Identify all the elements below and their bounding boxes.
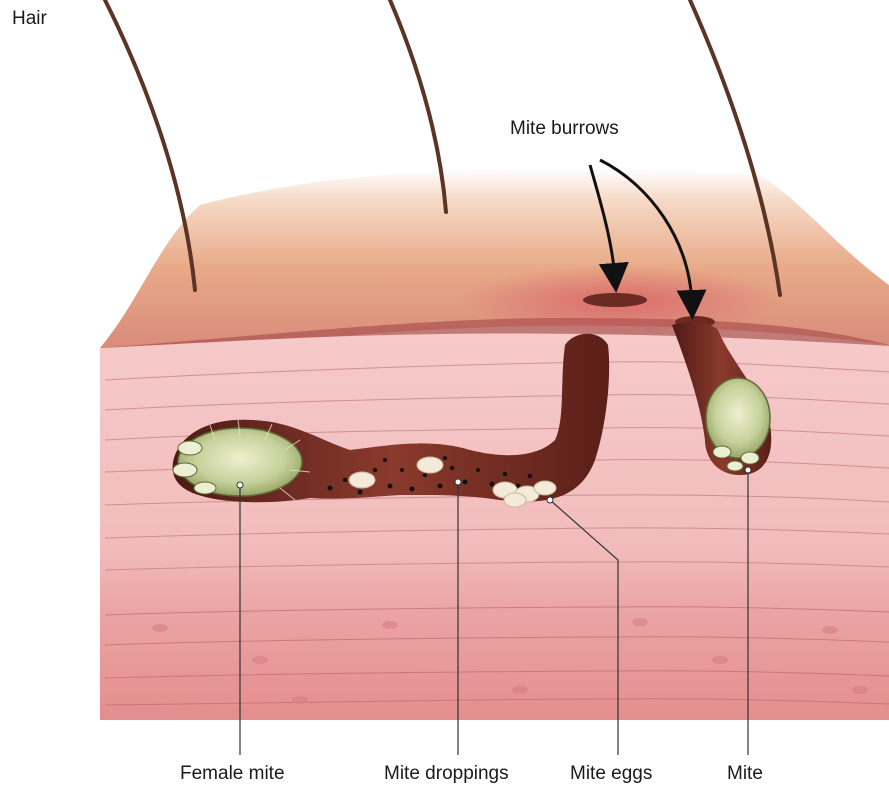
label-hair: Hair: [12, 8, 47, 30]
label-mite-droppings: Mite droppings: [384, 763, 509, 785]
label-mite-burrows: Mite burrows: [510, 118, 619, 140]
skin-cross-section: [100, 333, 889, 720]
label-female-mite: Female mite: [180, 763, 285, 785]
burrow-opening: [583, 293, 647, 307]
label-mite: Mite: [727, 763, 763, 785]
label-mite-eggs: Mite eggs: [570, 763, 652, 785]
